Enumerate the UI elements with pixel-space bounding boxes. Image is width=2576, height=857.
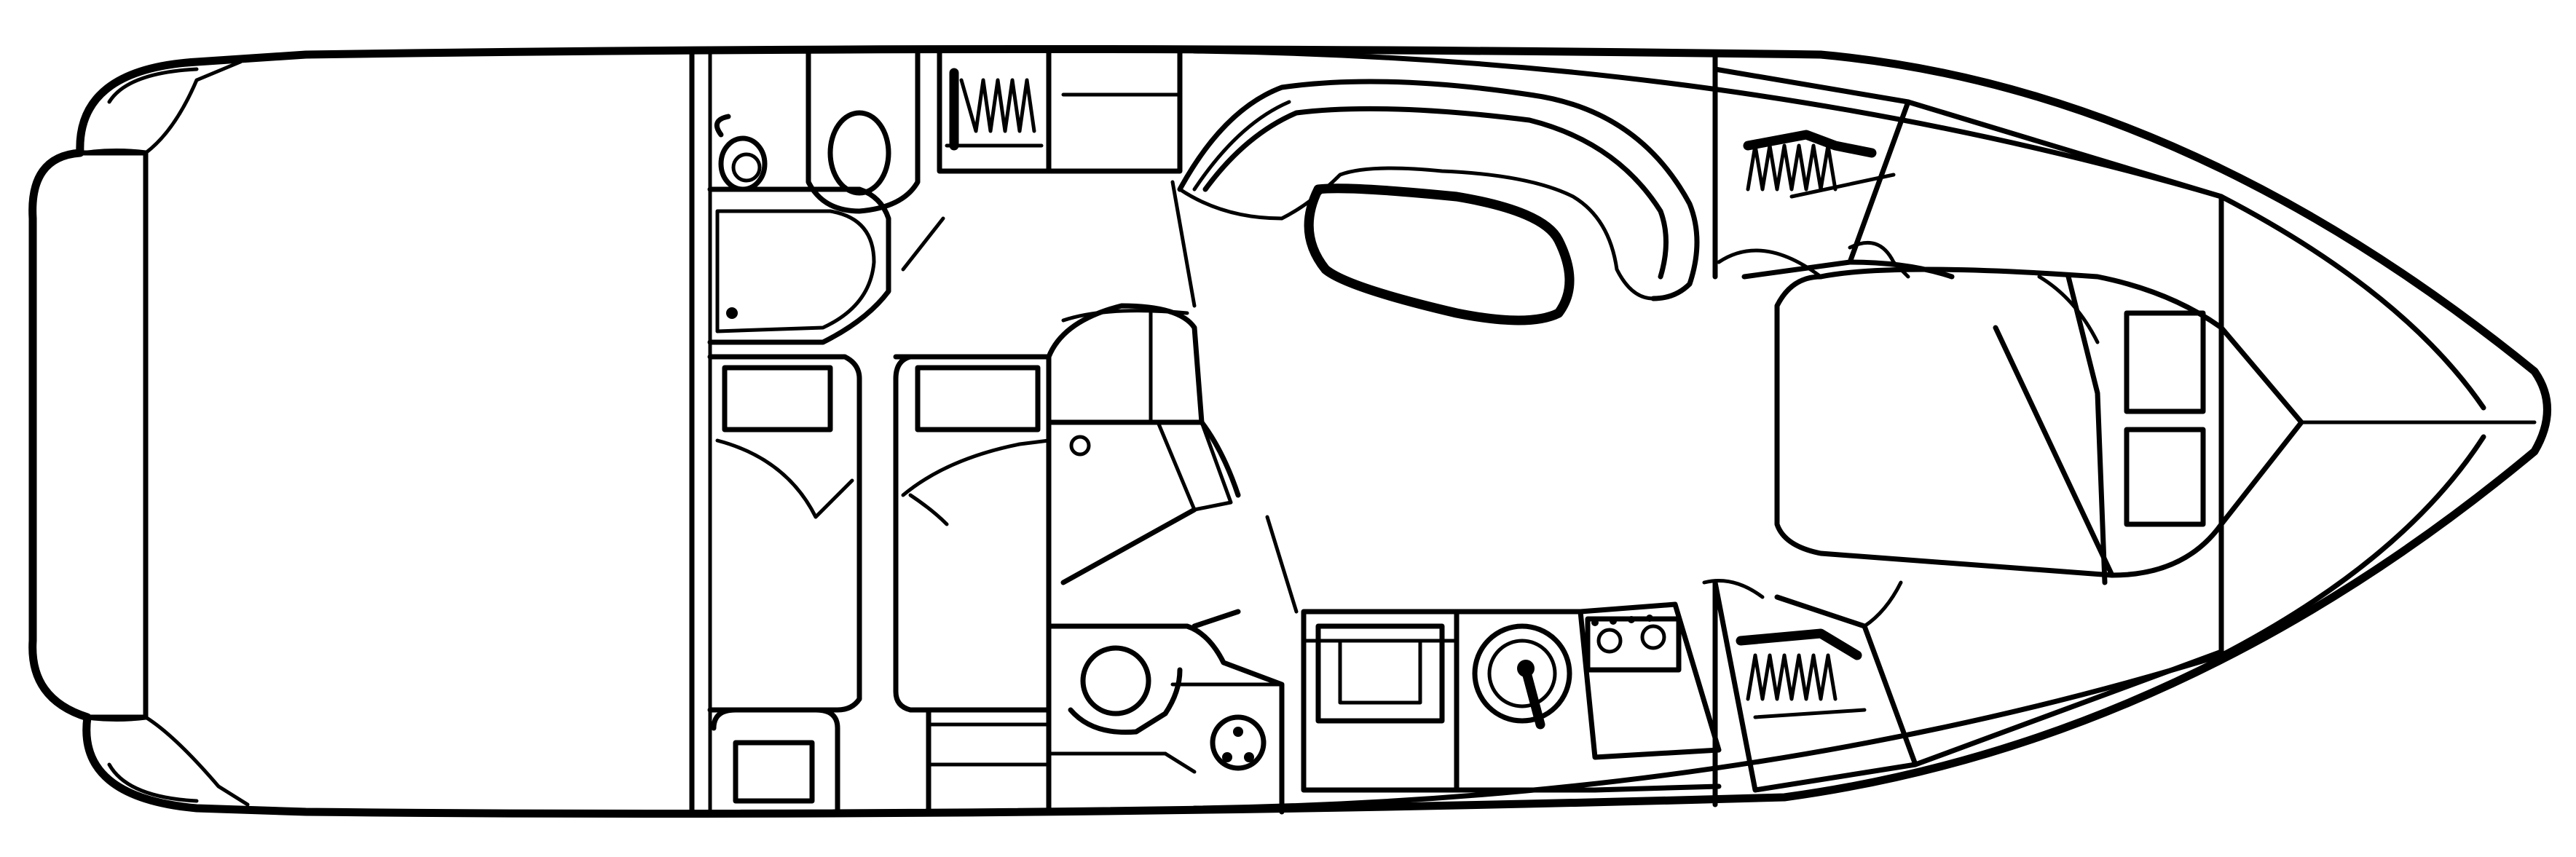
- aft-bulkhead: [689, 50, 712, 815]
- hull-outline: [28, 45, 2551, 818]
- aft-head: [707, 50, 945, 345]
- hanging-lockers: [1712, 66, 2224, 793]
- salon-seating: [1170, 50, 1700, 614]
- aft-stairs: [937, 50, 1183, 174]
- aft-berths: [707, 354, 1052, 815]
- mid-head: [1046, 303, 1285, 815]
- forward-stateroom: [1702, 50, 2224, 807]
- galley: [1301, 601, 1722, 793]
- swim-platform: [77, 60, 250, 807]
